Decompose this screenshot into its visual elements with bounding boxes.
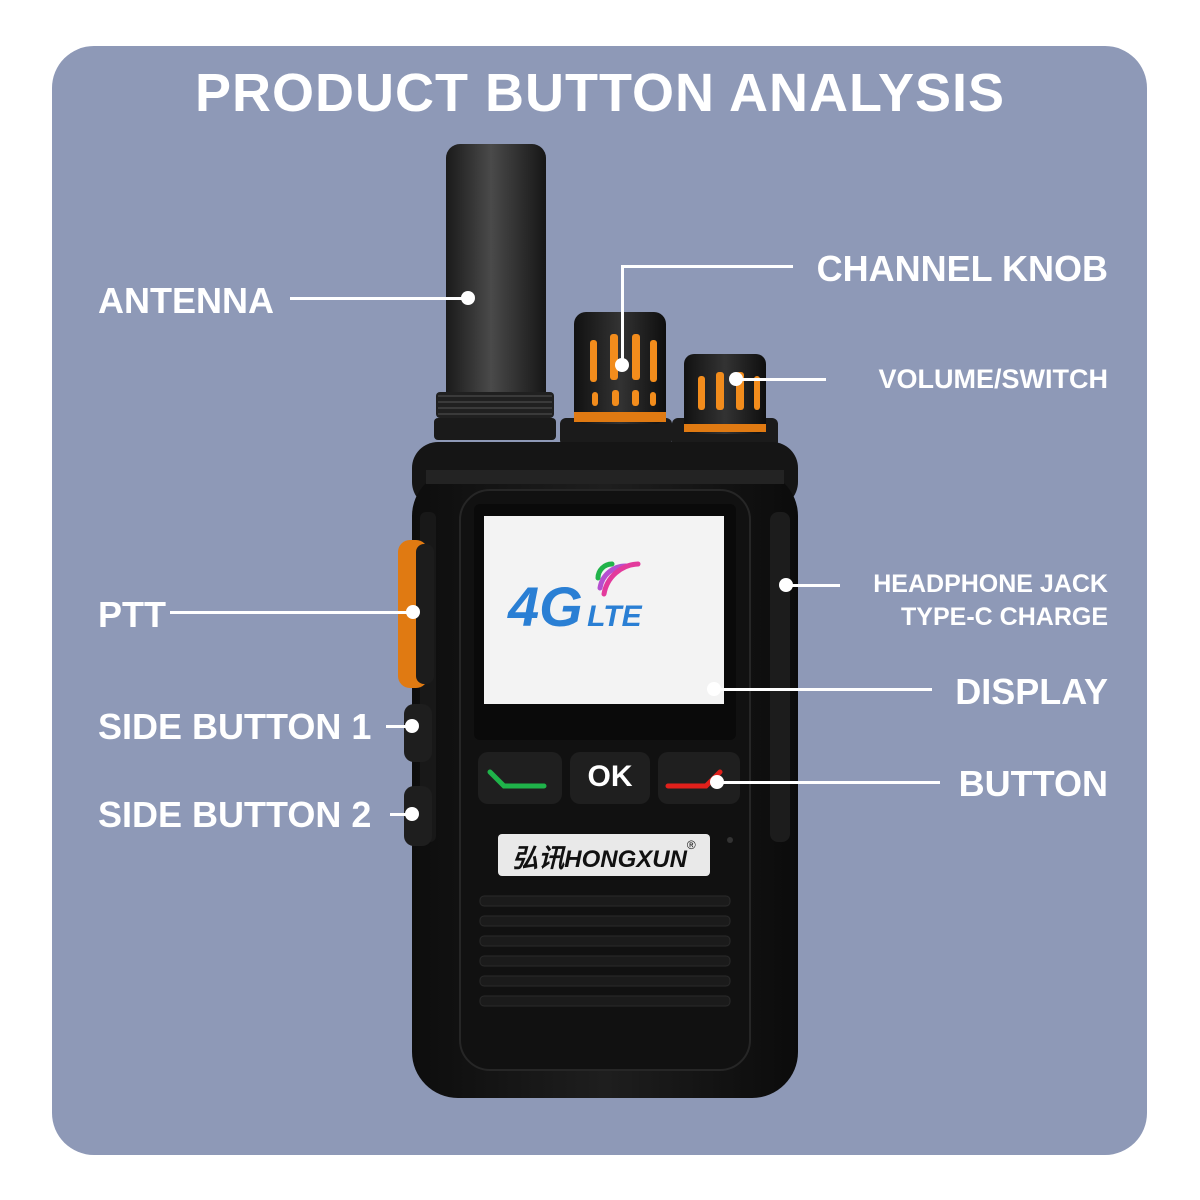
ptt-leader-line [170,611,412,614]
speaker-grill [479,895,731,1007]
side-button-2-leader-line [390,813,412,816]
keypad [478,752,740,804]
volume-leader-line [736,378,826,381]
call-key [478,752,562,804]
antenna [434,144,556,440]
ok-key-label: OK [587,760,633,793]
label-headphone-jack: HEADPHONE JACK TYPE-C CHARGE [873,568,1108,634]
ptt-dot [406,605,420,619]
brand-logo: 弘讯HONGXUN® [500,838,708,874]
label-volume-switch: VOLUME/SWITCH [878,364,1109,394]
side-button-1 [404,704,432,762]
channel-knob-leader-line [621,265,793,268]
channel-knob-leader-vertical [621,265,624,365]
label-antenna: ANTENNA [98,280,274,321]
label-side-button-2: SIDE BUTTON 2 [98,794,372,835]
hangup-key [658,752,740,804]
side-button-2-dot [405,807,419,821]
headphone-dot [779,578,793,592]
brand-name: HONGXUN [564,846,687,873]
ok-key [570,752,650,804]
brand-plate [498,834,733,876]
screen-logo: 4G LTE [508,574,708,644]
label-display: DISPLAY [955,671,1108,712]
display-dot [707,682,721,696]
label-ptt: PTT [98,594,166,635]
label-button: BUTTON [958,763,1108,804]
volume-dot [729,372,743,386]
screen-logo-4g: 4G [508,575,583,638]
antenna-leader-line [290,297,468,300]
antenna-dot [461,291,475,305]
button-dot [710,775,724,789]
brand-chinese: 弘讯 [512,843,565,873]
label-channel-knob: CHANNEL KNOB [816,248,1108,289]
channel-knob-dot [615,358,629,372]
label-side-button-1: SIDE BUTTON 1 [98,706,372,747]
registered-mark: ® [686,838,696,852]
volume-knob [672,354,778,448]
label-headphone-jack-line1: HEADPHONE JACK [873,570,1108,598]
label-type-c-charge: TYPE-C CHARGE [901,603,1108,631]
headphone-leader-line [786,584,840,587]
display-leader-line [714,688,932,691]
page-title: PRODUCT BUTTON ANALYSIS [194,63,1006,123]
display [474,504,736,740]
channel-knob [560,312,672,446]
screen-logo-lte: LTE [587,600,642,633]
side-button-1-leader-line [386,725,412,728]
button-leader-line [718,781,940,784]
side-button-1-dot [405,719,419,733]
